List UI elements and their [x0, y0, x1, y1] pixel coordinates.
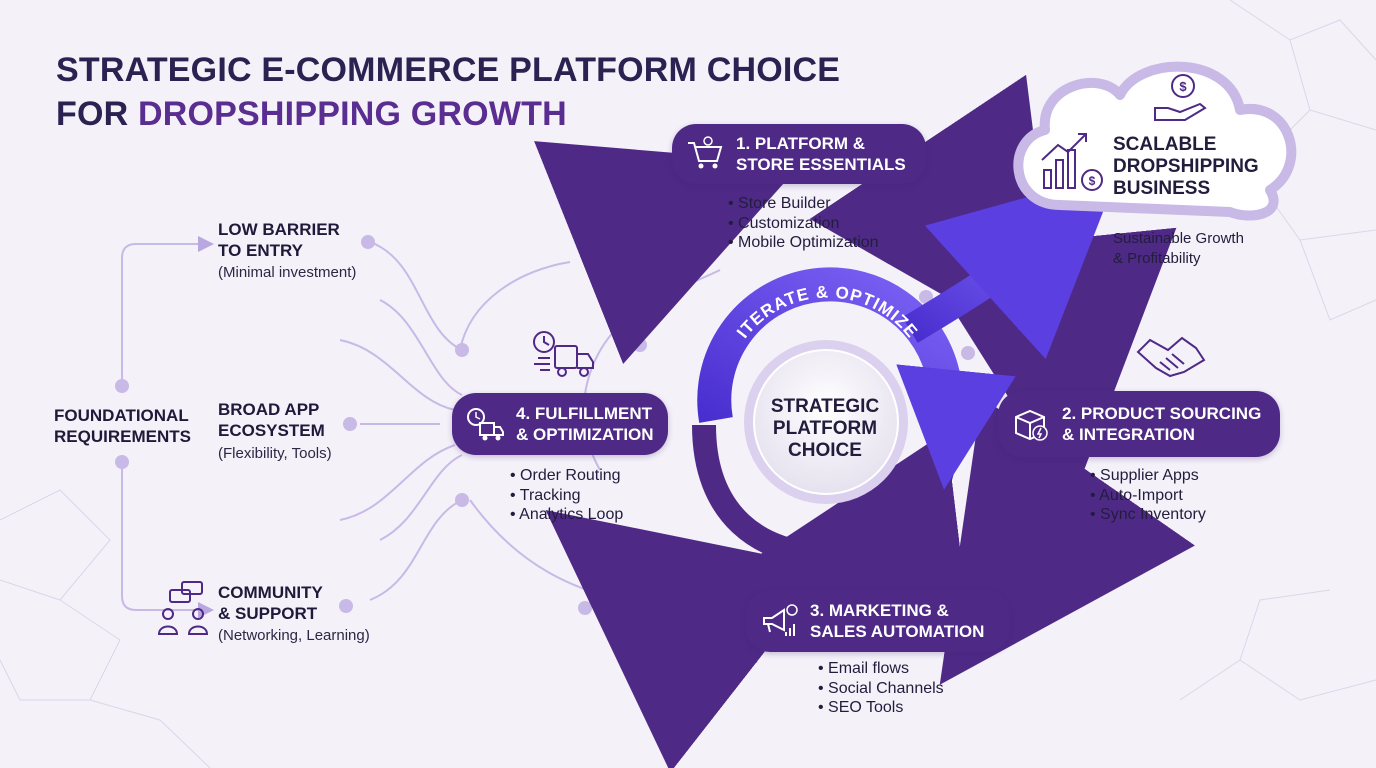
outcome-cloud — [1013, 61, 1297, 221]
step-4-bullet: Order Routing — [510, 466, 623, 486]
step-3-label: 3. MARKETING & SALES AUTOMATION — [810, 601, 985, 641]
outcome-title: SCALABLE DROPSHIPPING BUSINESS — [1113, 134, 1259, 199]
svg-text:$: $ — [1179, 79, 1187, 94]
step-4-label: 4. FULFILLMENT & OPTIMIZATION — [516, 404, 654, 444]
step-3-bullets: Email flows Social Channels SEO Tools — [818, 659, 944, 718]
step-2-pill: 2. PRODUCT SOURCING & INTEGRATION — [998, 391, 1280, 457]
outcome-subtitle: Sustainable Growth & Profitability — [1113, 230, 1244, 267]
delivery-truck-icon — [467, 408, 504, 441]
requirement-connectors — [121, 236, 463, 618]
requirement-2-subtitle: (Flexibility, Tools) — [218, 445, 332, 462]
requirement-2-title: BROAD APP ECOSYSTEM — [218, 400, 325, 440]
foundational-requirements-label: FOUNDATIONAL REQUIREMENTS — [54, 406, 191, 446]
title-line-2: FOR DROPSHIPPING GROWTH — [56, 92, 840, 136]
step-4-pill: 4. FULFILLMENT & OPTIMIZATION — [452, 393, 668, 455]
step-1-bullet: Mobile Optimization — [728, 233, 879, 253]
handshake-icon — [1136, 336, 1206, 378]
title-line-2-prefix: FOR — [56, 95, 139, 133]
step-2-bullets: Supplier Apps Auto-Import Sync Inventory — [1090, 466, 1206, 525]
step-3-bullet: Social Channels — [818, 679, 944, 699]
step-3-bullet: SEO Tools — [818, 698, 944, 718]
step-1-bullet: Customization — [728, 214, 879, 234]
step-4-bullet: Tracking — [510, 486, 623, 506]
svg-text:$: $ — [1089, 174, 1096, 188]
dollar-hand-icon — [1154, 74, 1207, 121]
step-2-bullet: Sync Inventory — [1090, 505, 1206, 525]
step-2-bullet: Supplier Apps — [1090, 466, 1206, 486]
chat-people-icon — [157, 581, 209, 635]
requirement-1-title: LOW BARRIER TO ENTRY — [218, 220, 340, 260]
step-1-bullets: Store Builder Customization Mobile Optim… — [728, 194, 879, 253]
step-4-bullets: Order Routing Tracking Analytics Loop — [510, 466, 623, 525]
center-circle — [753, 349, 899, 495]
page-title: STRATEGIC E-COMMERCE PLATFORM CHOICE FOR… — [56, 48, 840, 136]
step-2-bullet: Auto-Import — [1090, 486, 1206, 506]
megaphone-icon — [763, 604, 798, 636]
growth-chart-icon — [1041, 133, 1103, 191]
center-label: STRATEGIC PLATFORM CHOICE — [770, 396, 880, 461]
step-1-label: 1. PLATFORM & STORE ESSENTIALS — [736, 134, 906, 174]
requirement-3-subtitle: (Networking, Learning) — [218, 627, 370, 644]
step-1-bullet: Store Builder — [728, 194, 879, 214]
title-line-2-accent: DROPSHIPPING GROWTH — [138, 95, 567, 133]
step-1-pill: 1. PLATFORM & STORE ESSENTIALS — [672, 124, 926, 184]
requirement-1-subtitle: (Minimal investment) — [218, 264, 357, 281]
title-line-1: STRATEGIC E-COMMERCE PLATFORM CHOICE — [56, 51, 841, 89]
step-4-bullet: Analytics Loop — [510, 505, 623, 525]
requirement-3-title: COMMUNITY & SUPPORT — [218, 583, 323, 623]
delivery-truck-icon — [533, 331, 594, 377]
step-2-label: 2. PRODUCT SOURCING & INTEGRATION — [1062, 404, 1262, 444]
step-3-pill: 3. MARKETING & SALES AUTOMATION — [746, 590, 1010, 652]
step-3-bullet: Email flows — [818, 659, 944, 679]
shopping-cart-icon — [688, 136, 723, 169]
package-icon — [1015, 409, 1048, 441]
